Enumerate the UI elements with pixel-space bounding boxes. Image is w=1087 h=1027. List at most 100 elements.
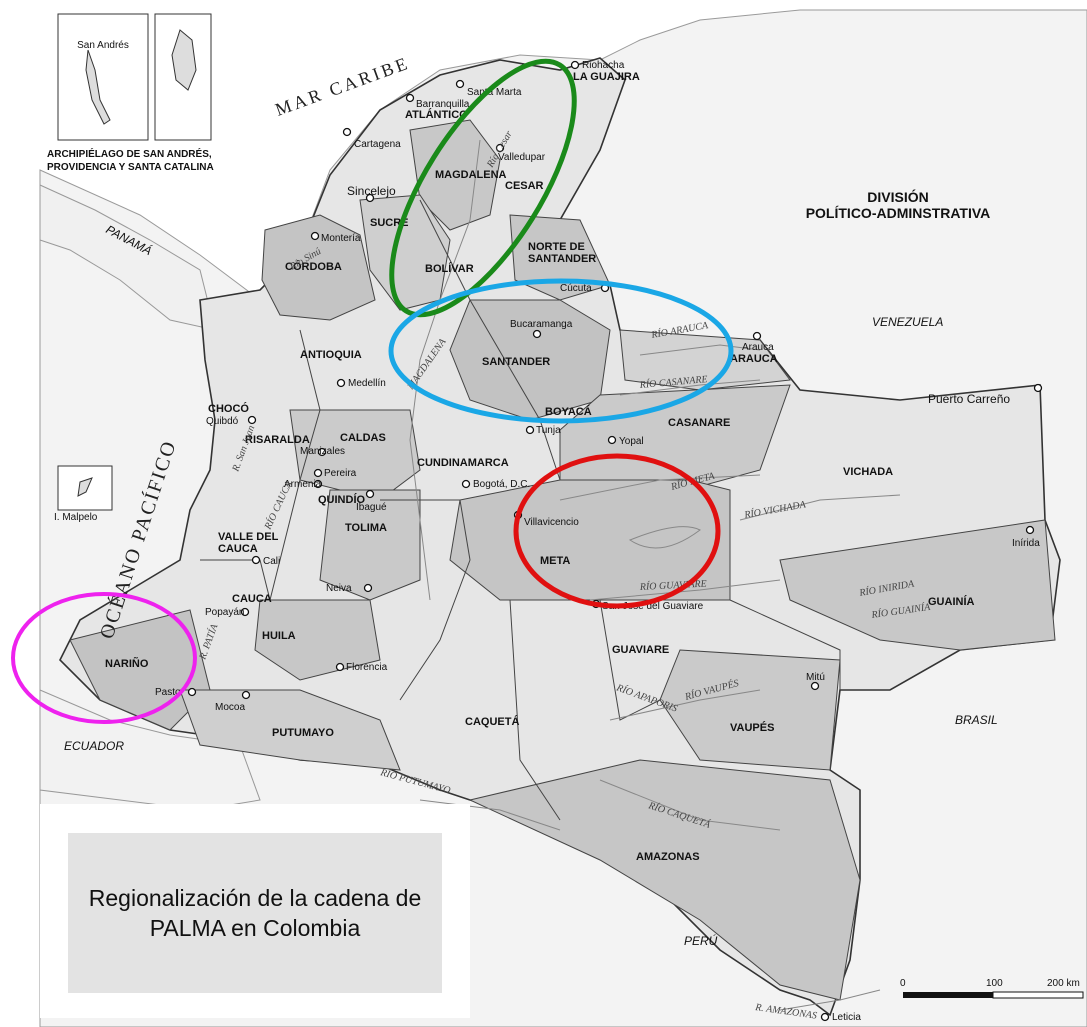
dept-tolima: TOLIMA [345, 522, 387, 534]
caption-text: Regionalización de la cadena de PALMA en… [68, 833, 442, 993]
city-quibdo: Quibdó [206, 416, 239, 427]
city-pereira: Pereira [324, 468, 357, 479]
dept-shade-caldas [289, 409, 421, 501]
panama-land [39, 184, 216, 331]
marker-pasto [187, 687, 197, 697]
city-cucuta: Cúcuta [560, 283, 592, 294]
city-florencia: Florencia [346, 662, 388, 673]
marker-ibague [365, 489, 375, 499]
dept-shade-vaupes [659, 649, 841, 771]
city-monteria: Montería [321, 233, 361, 244]
marker-medellin [336, 378, 346, 388]
marker-yopal [607, 435, 617, 445]
providencia-island [171, 29, 197, 91]
dept-meta: META [540, 555, 570, 567]
map-title-line1: DIVISIÓN [867, 188, 928, 205]
marker-monteria [310, 231, 320, 241]
label-malpelo: I. Malpelo [54, 512, 98, 523]
city-santa-marta: Santa Marta [467, 87, 522, 98]
internal-borders [200, 199, 841, 821]
city-ibague: Ibagué [356, 502, 387, 513]
dept-atlantico: ATLÁNTICO [405, 108, 468, 121]
dept-shade-santander [449, 299, 611, 421]
city-tunja: Tunja [536, 425, 561, 436]
dept-la-guajira: LA GUAJIRA [573, 71, 640, 83]
city-barranquilla: Barranquilla [416, 99, 470, 110]
marker-manizales [317, 447, 327, 457]
dept-putumayo: PUTUMAYO [272, 727, 334, 739]
marker-quibdo [247, 415, 257, 425]
highlight-central-ellipse [388, 278, 734, 424]
city-riohacha: Riohacha [582, 60, 625, 71]
city-puerto-carreno: Puerto Carreño [928, 392, 1010, 406]
dept-boyaca: BOYACÁ [545, 405, 592, 418]
dept-caqueta: CAQUETÁ [465, 715, 519, 728]
dept-norte-santander-2: SANTANDER [528, 253, 596, 265]
city-inirida: Inírida [1012, 538, 1040, 549]
marker-sincelejo [365, 193, 375, 203]
marker-popayan [240, 607, 250, 617]
dept-choco: CHOCÓ [208, 402, 249, 415]
highlight-north-ellipse [389, 58, 577, 318]
dept-valle-1: VALLE DEL [218, 531, 279, 543]
marker-pereira [313, 468, 323, 478]
city-villavicencio: Villavicencio [524, 517, 579, 528]
dept-guainia: GUAINÍA [928, 595, 975, 608]
marker-riohacha [570, 60, 580, 70]
dept-shade-tolima [319, 489, 421, 601]
dept-norte-santander-1: NORTE DE [528, 241, 585, 253]
dept-vaupes: VAUPÉS [730, 721, 774, 734]
marker-santa-marta [455, 79, 465, 89]
city-bogota: Bogotá, D.C. [473, 479, 530, 490]
city-neiva: Neiva [326, 583, 352, 594]
dept-valle-2: CAUCA [218, 543, 258, 555]
marker-valledupar [495, 143, 505, 153]
scale-bar: 0 100 200 km [900, 978, 1084, 999]
city-san-jose: San José del Guaviare [602, 601, 704, 612]
marker-bogota [461, 479, 471, 489]
marker-armenia [313, 479, 323, 489]
dept-cauca: CAUCA [232, 593, 272, 605]
label-archipelago-1: ARCHIPIÉLAGO DE SAN ANDRÉS, [47, 147, 212, 160]
dept-narino: NARIÑO [105, 657, 149, 670]
marker-arauca [752, 331, 762, 341]
dept-huila: HUILA [262, 630, 296, 642]
city-popayan: Popayán [205, 607, 244, 618]
city-bucaramanga: Bucaramanga [510, 319, 573, 330]
dept-cundinamarca: CUNDINAMARCA [417, 457, 509, 469]
dept-shade-guainia [779, 519, 1056, 651]
city-sincelejo: Sincelejo [347, 184, 396, 198]
dept-amazonas: AMAZONAS [636, 851, 700, 863]
city-mitu: Mitú [806, 672, 825, 683]
city-medellin: Medellín [348, 378, 386, 389]
scale-max: 200 km [1047, 978, 1080, 989]
marker-bucaramanga [532, 329, 542, 339]
dept-cordoba: CÓRDOBA [285, 260, 342, 273]
city-arauca: Arauca [742, 342, 774, 353]
label-ecuador: ECUADOR [64, 739, 124, 753]
highlight-east-ellipse [513, 453, 721, 609]
label-peru: PERÚ [684, 933, 718, 948]
city-cali: Cali [263, 556, 280, 567]
dept-shade-nsantander [509, 214, 611, 301]
marker-mocoa [241, 690, 251, 700]
label-san-andres: San Andrés [77, 40, 129, 51]
map-title-line2: POLÍTICO-ADMINSTRATIVA [806, 205, 991, 221]
marker-inirida [1025, 525, 1035, 535]
scale-zero: 0 [900, 978, 906, 989]
dept-casanare: CASANARE [668, 417, 730, 429]
dept-bolivar: BOLÍVAR [425, 262, 474, 275]
marker-cartagena [342, 127, 352, 137]
rivers [409, 139, 901, 1011]
city-yopal: Yopal [619, 436, 644, 447]
marker-leticia [820, 1012, 830, 1022]
city-mocoa: Mocoa [215, 702, 245, 713]
city-valledupar: Valledupar [498, 152, 546, 163]
dept-santander: SANTANDER [482, 356, 550, 368]
marker-florencia [335, 662, 345, 672]
dept-cesar: CESAR [505, 180, 544, 192]
highlight-southwest-ellipse [11, 592, 197, 724]
dept-shade-putumayo [179, 689, 401, 771]
